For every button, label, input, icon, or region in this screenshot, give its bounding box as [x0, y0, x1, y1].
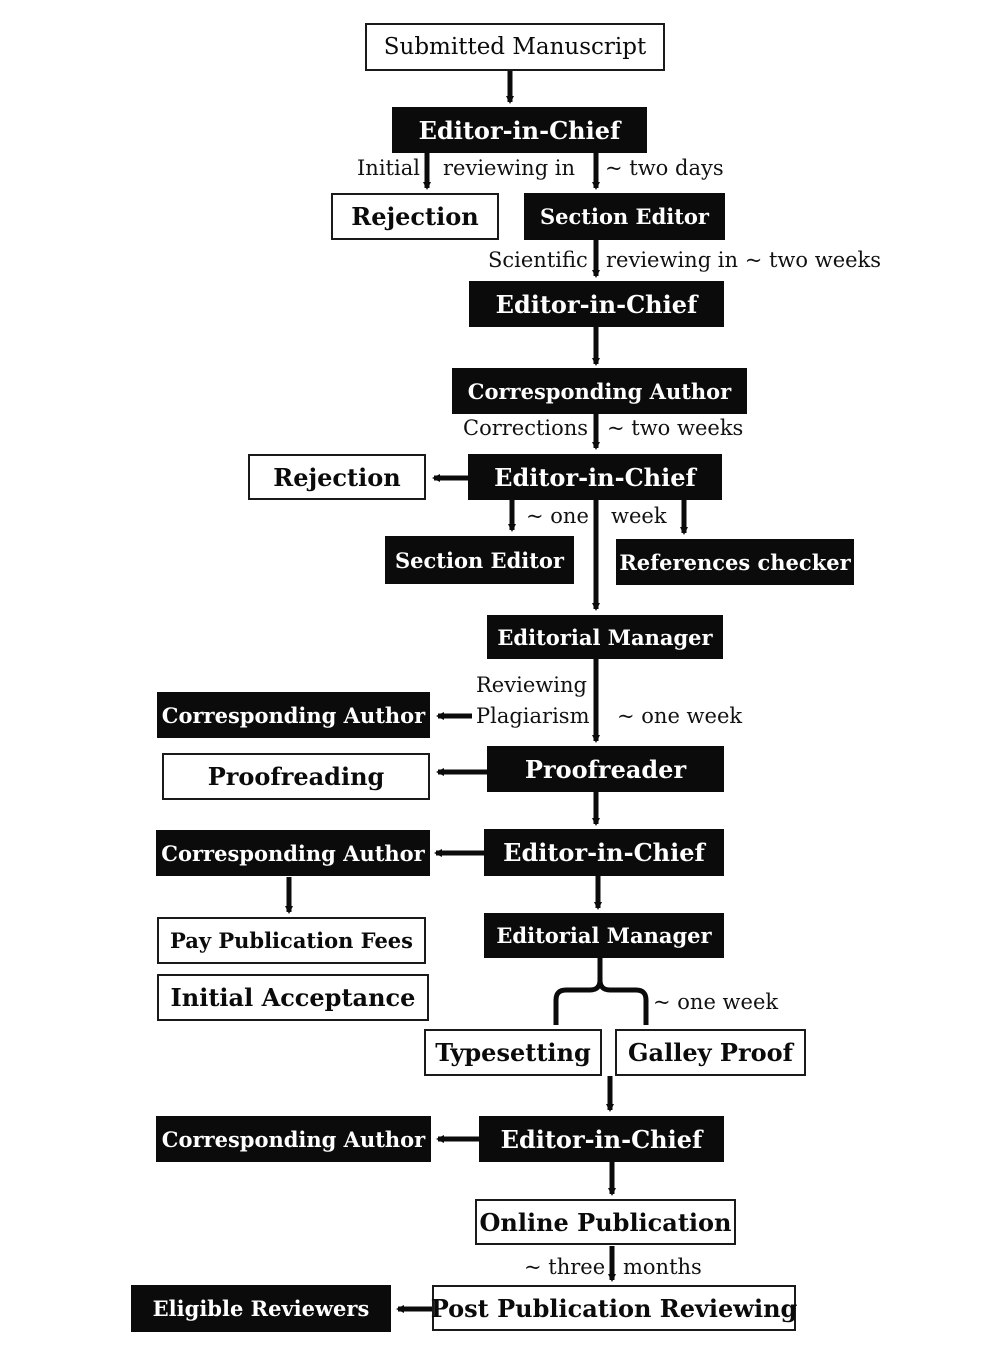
- label-initial: Initial: [357, 156, 420, 180]
- label-two-weeks: ~ two weeks: [607, 416, 744, 440]
- node-section-editor-2: Section Editor: [385, 536, 574, 584]
- node-pay-publication-fees: Pay Publication Fees: [157, 917, 426, 964]
- node-corresponding-author-2: Corresponding Author: [157, 692, 430, 738]
- label-corrections: Corrections: [463, 416, 589, 440]
- node-editor-in-chief-1: Editor-in-Chief: [392, 107, 647, 153]
- label-three: ~ three: [524, 1255, 606, 1279]
- node-editor-in-chief-2: Editor-in-Chief: [469, 281, 724, 327]
- node-editor-in-chief-3: Editor-in-Chief: [468, 454, 722, 500]
- node-initial-acceptance: Initial Acceptance: [157, 974, 429, 1021]
- node-proofreader: Proofreader: [487, 746, 724, 792]
- label-week: week: [611, 504, 667, 528]
- node-editor-in-chief-5: Editor-in-Chief: [479, 1116, 724, 1162]
- node-post-publication-reviewing: Post Publication Reviewing: [431, 1285, 797, 1331]
- label-one-week-typesetting: ~ one week: [653, 990, 779, 1014]
- label-two-days: ~ two days: [605, 156, 724, 180]
- label-plagiarism: Plagiarism: [476, 704, 590, 728]
- node-galley-proof: Galley Proof: [615, 1029, 806, 1076]
- node-rejection-1: Rejection: [331, 193, 499, 240]
- node-submitted-manuscript: Submitted Manuscript: [365, 23, 665, 71]
- node-eligible-reviewers: Eligible Reviewers: [131, 1285, 391, 1332]
- node-section-editor-1: Section Editor: [524, 193, 725, 240]
- node-online-publication: Online Publication: [475, 1199, 736, 1245]
- label-scientific: Scientific: [488, 248, 588, 272]
- label-one-week-plagiarism: ~ one week: [617, 704, 743, 728]
- node-typesetting: Typesetting: [424, 1029, 602, 1076]
- node-corresponding-author-4: Corresponding Author: [156, 1116, 431, 1162]
- brace-bracket: [553, 958, 649, 1025]
- node-editorial-manager-2: Editorial Manager: [484, 913, 724, 958]
- node-references-checker: References checker: [616, 539, 854, 585]
- label-reviewing-in: reviewing in: [443, 156, 576, 180]
- node-proofreading: Proofreading: [162, 753, 430, 800]
- node-editor-in-chief-4: Editor-in-Chief: [484, 829, 724, 876]
- node-editorial-manager-1: Editorial Manager: [487, 615, 723, 659]
- label-months: months: [623, 1255, 702, 1279]
- node-corresponding-author-3: Corresponding Author: [156, 830, 430, 876]
- label-one: ~ one: [526, 504, 589, 528]
- label-reviewing-in-two-weeks: reviewing in ~ two weeks: [606, 248, 882, 272]
- node-corresponding-author-1: Corresponding Author: [452, 368, 747, 414]
- label-reviewing: Reviewing: [476, 673, 587, 697]
- node-rejection-2: Rejection: [248, 454, 426, 500]
